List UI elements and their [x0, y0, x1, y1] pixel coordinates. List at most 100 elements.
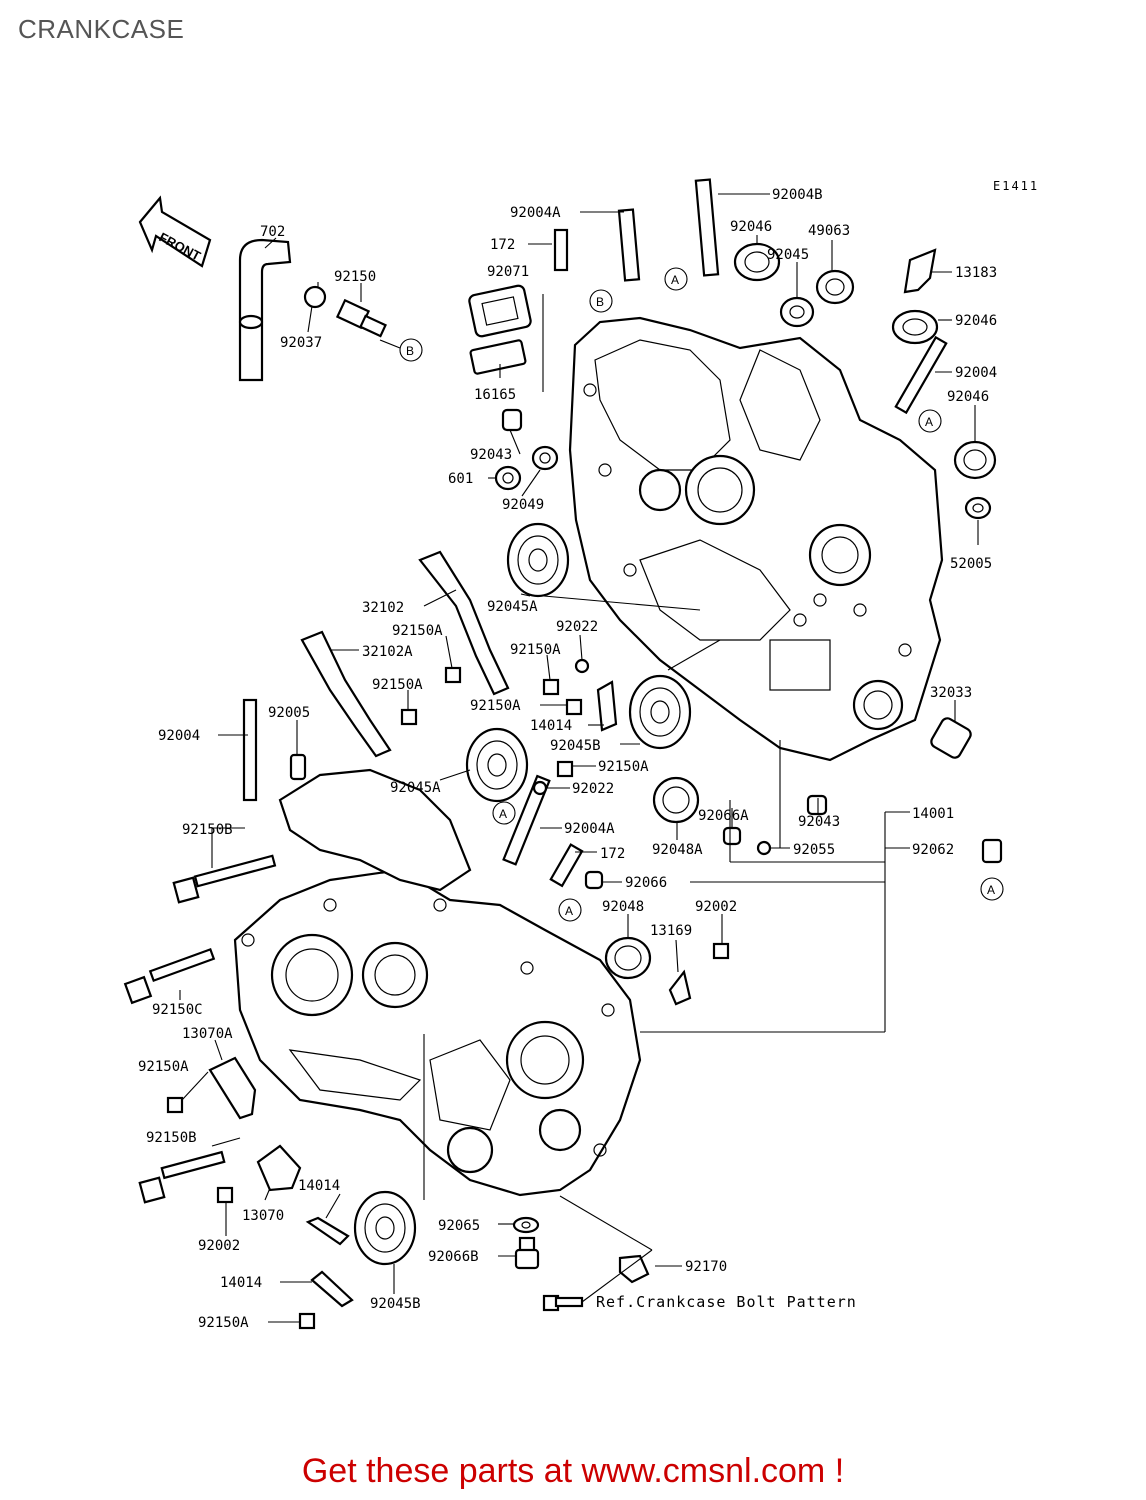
- marker-b-2: B: [589, 289, 613, 313]
- bearing-92045a-top: [506, 522, 570, 598]
- diagram-code: E1411: [993, 179, 1039, 193]
- filter-32033: [930, 717, 972, 759]
- clamp-92170: [618, 1254, 650, 1284]
- callout-92066: 92066: [625, 875, 667, 891]
- marker-a-4: A: [558, 898, 582, 922]
- callout-49063: 49063: [808, 223, 850, 239]
- stud-92004a-mid: [502, 774, 551, 866]
- callout-52005: 52005: [950, 556, 992, 572]
- bearing-92046-b: [891, 309, 939, 345]
- callout-92043: 92043: [470, 447, 512, 463]
- marker-a-3: A: [492, 801, 516, 825]
- svg-text:A: A: [565, 904, 573, 918]
- breather-hose: [238, 238, 292, 382]
- page-title: CRANKCASE: [18, 14, 185, 44]
- top-cover: [278, 768, 472, 892]
- stud-92004-left: [242, 698, 258, 802]
- svg-text:A: A: [925, 415, 933, 429]
- callout-92150a-7: 92150A: [198, 1315, 249, 1331]
- callout-92150a: 92150A: [392, 623, 443, 639]
- leader-lines: [179, 193, 979, 1323]
- seal-92049: [531, 445, 559, 471]
- dowel-92005: [289, 753, 307, 781]
- callout-92045b-bot: 92045B: [370, 1296, 421, 1312]
- callout-92048a: 92048A: [652, 842, 703, 858]
- callout-labels: 702 92150 92037 92004A 92004B 172 92071 …: [138, 187, 997, 1331]
- callout-14014-low: 14014: [220, 1275, 262, 1291]
- marker-b-1: B: [399, 338, 423, 362]
- stud-92004a-top: [617, 208, 641, 282]
- bearing-92045-top: [779, 296, 815, 328]
- dowel-92066: [584, 870, 604, 890]
- callout-92004a-mid: 92004A: [564, 821, 615, 837]
- footer-promo[interactable]: Get these parts at www.cmsnl.com !: [301, 1452, 845, 1490]
- bolt-92150a-4: [565, 698, 583, 716]
- callout-92004b: 92004B: [772, 187, 823, 203]
- callout-92005: 92005: [268, 705, 310, 721]
- seal-92048a: [652, 776, 700, 824]
- callout-16165: 16165: [474, 387, 516, 403]
- callout-13169: 13169: [650, 923, 692, 939]
- callout-92004: 92004: [955, 365, 997, 381]
- seal-49063: [815, 269, 855, 305]
- callout-92046-b: 92046: [955, 313, 997, 329]
- callout-92043-mid: 92043: [798, 814, 840, 830]
- svg-text:A: A: [499, 807, 507, 821]
- washer-92065: [512, 1216, 540, 1234]
- callout-13183: 13183: [955, 265, 997, 281]
- callout-14001: 14001: [912, 806, 954, 822]
- oil-pipe-32102: [418, 550, 510, 696]
- callout-92150a-6: 92150A: [138, 1059, 189, 1075]
- callout-172: 172: [490, 237, 515, 253]
- stud-172-mid: [549, 843, 584, 888]
- plate-14014-low: [310, 1270, 354, 1308]
- callout-92037: 92037: [280, 335, 322, 351]
- callout-92004-left: 92004: [158, 728, 200, 744]
- callout-92071: 92071: [487, 264, 529, 280]
- callout-92022: 92022: [556, 619, 598, 635]
- plate-13070a: [208, 1056, 257, 1120]
- hose-fitting: [335, 298, 387, 338]
- callout-32102a: 32102A: [362, 644, 413, 660]
- washer-92022-top: [574, 658, 590, 674]
- stud-92004b-top: [694, 178, 720, 277]
- plate-13169: [668, 969, 692, 1006]
- callout-92045: 92045: [767, 247, 809, 263]
- plug-92062: [981, 838, 1003, 864]
- callout-13070a: 13070A: [182, 1026, 233, 1042]
- bolt-92150a-2: [542, 678, 560, 696]
- callout-92150c: 92150C: [152, 1002, 203, 1018]
- dowel-92043-top: [501, 408, 523, 432]
- oring-92055: [756, 840, 772, 856]
- bearing-92045b-bot: [353, 1190, 417, 1266]
- callout-92066a: 92066A: [698, 808, 749, 824]
- callout-92150b-bot: 92150B: [146, 1130, 197, 1146]
- svg-text:B: B: [596, 295, 604, 309]
- callout-92045a-mid: 92045A: [390, 780, 441, 796]
- callout-92150a-5: 92150A: [598, 759, 649, 775]
- bolt-92150b-bot: [138, 1150, 226, 1204]
- callout-14014: 14014: [530, 718, 572, 734]
- callout-92150a-2: 92150A: [510, 642, 561, 658]
- plate-13070: [256, 1144, 302, 1192]
- callout-32033: 32033: [930, 685, 972, 701]
- callout-92049: 92049: [502, 497, 544, 513]
- bolt-92066b: [514, 1236, 540, 1270]
- svg-text:A: A: [987, 883, 995, 897]
- svg-text:A: A: [671, 273, 679, 287]
- callout-92150: 92150: [334, 269, 376, 285]
- stud-92004-right: [894, 335, 948, 415]
- callout-172-mid: 172: [600, 846, 625, 862]
- callout-92150b: 92150B: [182, 822, 233, 838]
- bolt-92150a-7: [298, 1312, 316, 1330]
- bearing-92046-c: [953, 440, 997, 480]
- callout-92045a: 92045A: [487, 599, 538, 615]
- callout-32102: 32102: [362, 600, 404, 616]
- callout-14014-bot: 14014: [298, 1178, 340, 1194]
- callout-13070: 13070: [242, 1208, 284, 1224]
- callout-92046: 92046: [730, 219, 772, 235]
- callout-92066b: 92066B: [428, 1249, 479, 1265]
- bolt-92150a-6: [166, 1096, 184, 1114]
- bearing-92045a-mid: [465, 727, 529, 803]
- callout-92045b: 92045B: [550, 738, 601, 754]
